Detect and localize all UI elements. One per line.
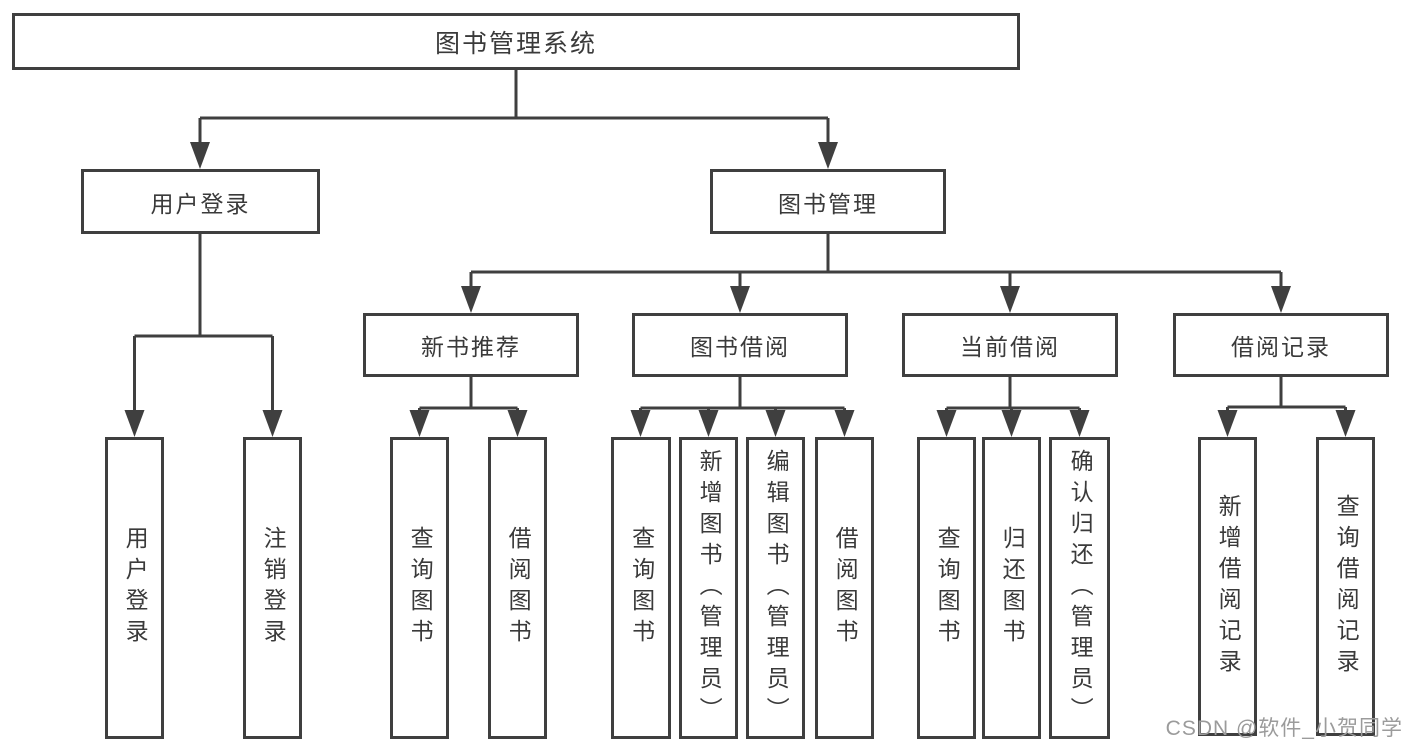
arrow-icon	[507, 410, 528, 437]
arrow-icon	[818, 142, 838, 169]
node-book-management: 图书管理	[710, 169, 946, 234]
arrow-icon	[698, 410, 719, 437]
node-label: 借阅图书	[832, 526, 859, 650]
node-label: 借阅记录	[1231, 334, 1331, 360]
csdn-watermark: CSDN @软件_小贺同学	[1165, 717, 1403, 740]
node-new-book-recommend: 新书推荐	[363, 313, 579, 377]
node-leaf-query-books-1: 查询图书	[390, 437, 449, 739]
node-label: 新书推荐	[421, 334, 521, 360]
node-label: 确认归还（管理员）	[1067, 448, 1094, 728]
node-label: 图书管理	[778, 190, 878, 217]
node-label: 注销登录	[260, 526, 287, 650]
node-leaf-logout: 注销登录	[243, 437, 302, 739]
arrow-icon	[630, 410, 651, 437]
node-label: 查询图书	[934, 526, 961, 650]
arrow-icon	[1271, 286, 1291, 313]
arrow-icon	[730, 286, 750, 313]
node-leaf-user-login: 用户登录	[105, 437, 164, 739]
node-label: 编辑图书（管理员）	[763, 448, 790, 728]
node-label: 查询图书	[628, 526, 655, 650]
node-label: 图书借阅	[690, 334, 790, 360]
node-label: 用户登录	[122, 526, 149, 650]
node-leaf-query-books-2: 查询图书	[611, 437, 671, 739]
arrow-icon	[1335, 410, 1356, 437]
node-root-system: 图书管理系统	[12, 13, 1020, 70]
node-label: 图书管理系统	[434, 29, 597, 58]
node-borrow-record: 借阅记录	[1173, 313, 1389, 377]
arrow-icon	[1000, 286, 1020, 313]
node-label: 新增借阅记录	[1215, 493, 1242, 680]
node-leaf-return-book: 归还图书	[982, 437, 1041, 739]
arrow-icon	[936, 410, 957, 437]
node-leaf-borrow-books-1: 借阅图书	[488, 437, 547, 739]
arrow-icon	[190, 142, 210, 169]
arrow-icon	[461, 286, 481, 313]
node-label: 查询借阅记录	[1333, 493, 1360, 680]
arrow-icon	[1001, 410, 1022, 437]
node-leaf-add-borrow-record: 新增借阅记录	[1198, 437, 1257, 736]
node-leaf-borrow-books-2: 借阅图书	[815, 437, 874, 739]
node-label: 归还图书	[999, 526, 1026, 650]
node-leaf-query-borrow-record: 查询借阅记录	[1316, 437, 1375, 736]
node-label: 当前借阅	[960, 334, 1060, 360]
node-label: 新增图书（管理员）	[696, 448, 723, 728]
node-leaf-add-book-admin: 新增图书（管理员）	[679, 437, 738, 739]
node-book-borrow: 图书借阅	[632, 313, 848, 377]
node-label: 查询图书	[407, 526, 434, 650]
node-leaf-edit-book-admin: 编辑图书（管理员）	[746, 437, 805, 739]
arrow-icon	[765, 410, 786, 437]
node-label: 用户登录	[150, 190, 251, 217]
node-current-borrow: 当前借阅	[902, 313, 1118, 377]
arrow-icon	[1069, 410, 1090, 437]
node-user-login: 用户登录	[81, 169, 320, 234]
node-leaf-query-books-3: 查询图书	[917, 437, 976, 739]
arrow-icon	[1217, 410, 1238, 437]
node-leaf-confirm-return-admin: 确认归还（管理员）	[1049, 437, 1110, 739]
node-label: 借阅图书	[505, 526, 532, 650]
arrow-icon	[834, 410, 855, 437]
arrow-icon	[409, 410, 430, 437]
arrow-icon	[262, 410, 283, 437]
arrow-icon	[124, 410, 145, 437]
